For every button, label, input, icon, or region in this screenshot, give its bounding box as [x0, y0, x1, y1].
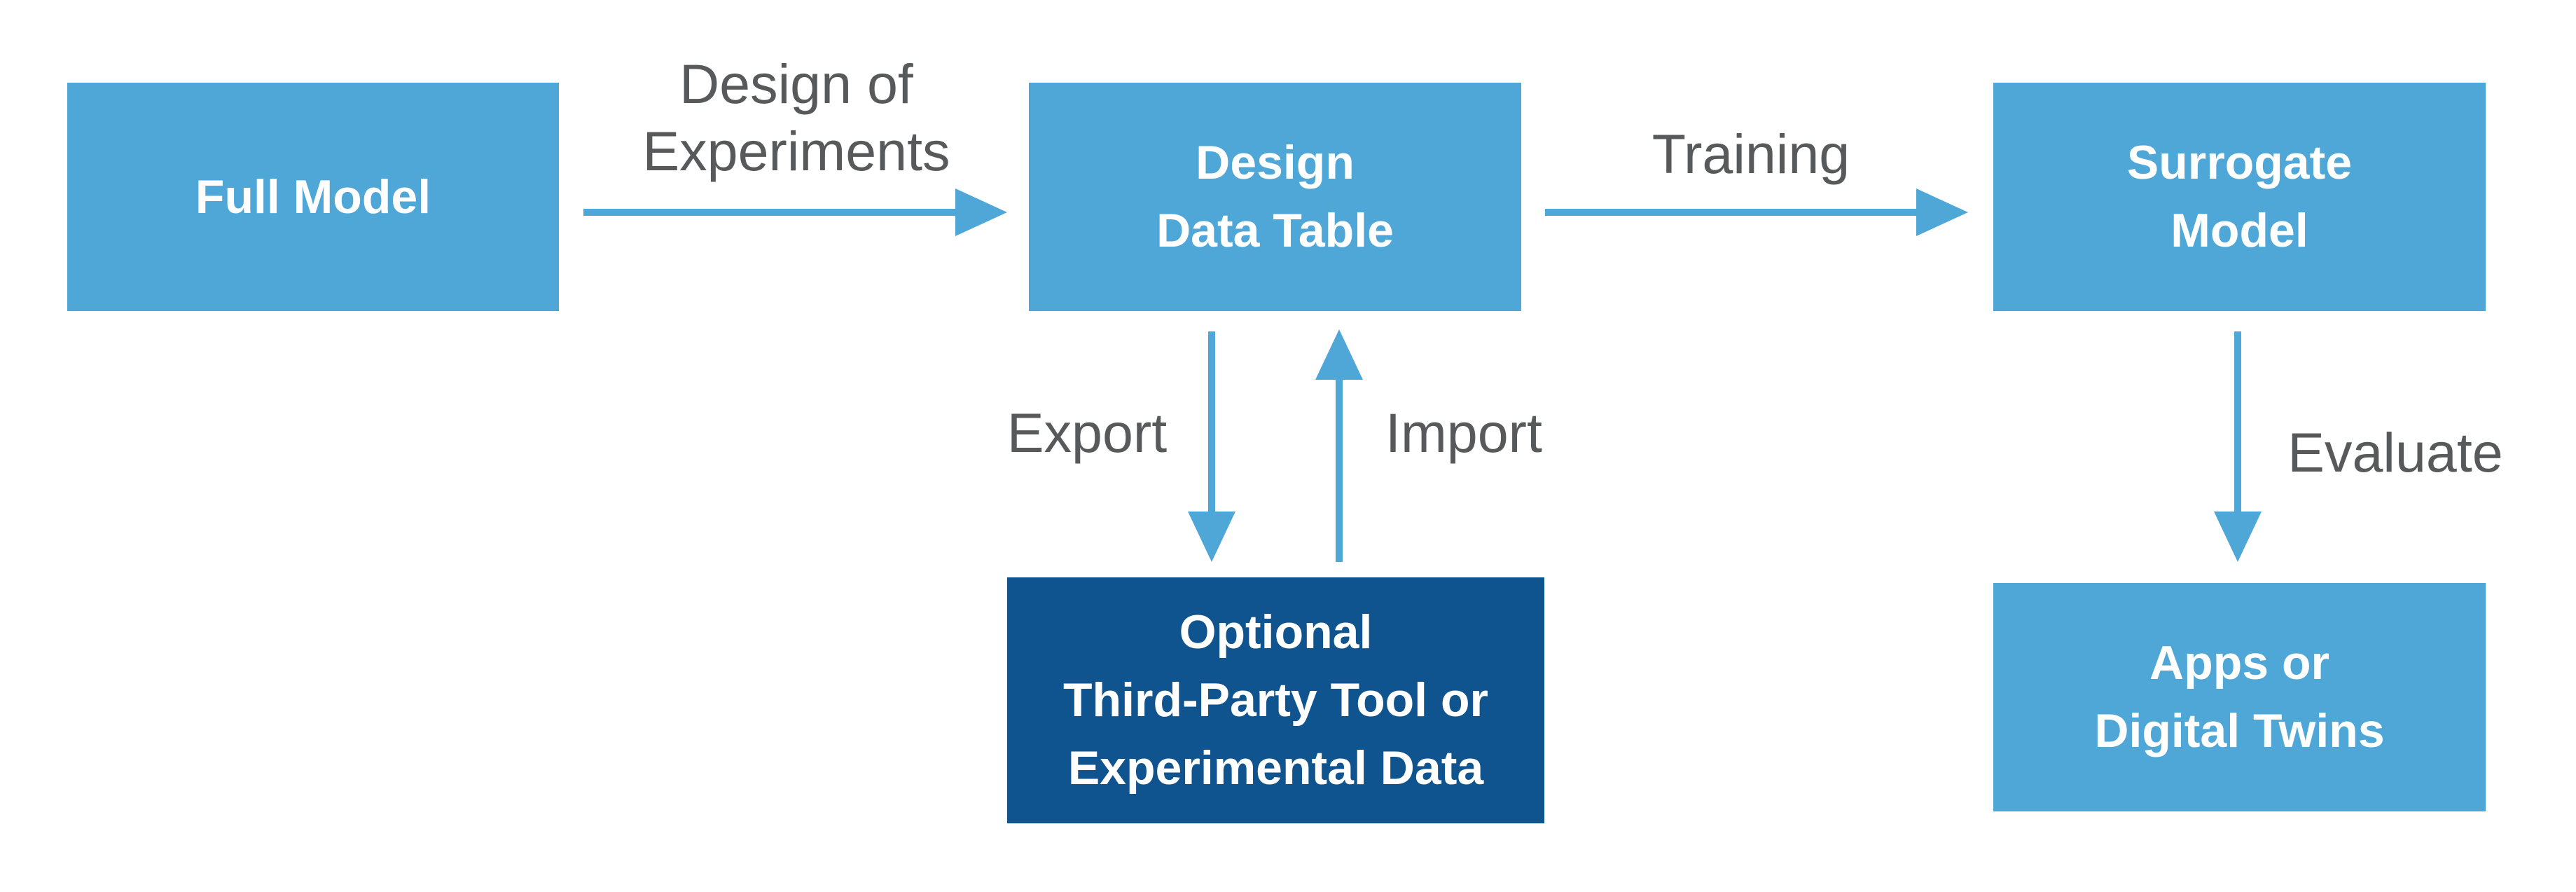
training-arrow: [1545, 188, 1968, 236]
edge-label-training-line-1: Training: [1651, 123, 1850, 185]
import-arrow-head: [1315, 329, 1363, 380]
node-apps-digital-twins: Apps or Digital Twins: [1993, 583, 2486, 811]
node-design-data-table: Design Data Table: [1029, 83, 1521, 311]
edge-label-training: Training: [1541, 121, 1961, 188]
export-arrow: [1188, 331, 1235, 562]
node-third-party-tool-label-line-3: Experimental Data: [1067, 741, 1484, 795]
evaluate-arrow-head: [2214, 512, 2262, 562]
export-arrow-head: [1188, 512, 1235, 562]
edge-label-design-of-experiments: Design of Experiments: [537, 50, 1055, 185]
doe-arrow-head: [955, 188, 1007, 236]
node-surrogate-model-label-line-1: Surrogate: [2126, 136, 2353, 189]
doe-arrow: [583, 188, 1007, 236]
edge-label-import-line-1: Import: [1385, 402, 1542, 464]
node-surrogate-model: Surrogate Model: [1993, 83, 2486, 311]
edge-label-export: Export: [957, 399, 1217, 467]
edge-label-export-line-1: Export: [1006, 402, 1168, 464]
import-arrow: [1315, 329, 1363, 562]
edge-label-import: Import: [1334, 399, 1593, 467]
node-third-party-tool: Optional Third-Party Tool or Experimenta…: [1007, 577, 1544, 823]
edge-label-evaluate-line-1: Evaluate: [2287, 421, 2503, 483]
training-arrow-head: [1916, 188, 1968, 236]
node-third-party-tool-label-line-2: Third-Party Tool or: [1063, 673, 1488, 727]
edge-label-evaluate: Evaluate: [2266, 419, 2525, 486]
node-full-model-label: Full Model: [195, 170, 431, 224]
node-design-data-table-label-line-1: Design: [1196, 136, 1355, 189]
node-full-model: Full Model: [67, 83, 559, 311]
node-apps-digital-twins-label-line-1: Apps or: [2149, 636, 2329, 689]
edge-label-design-of-experiments-line-1: Design of: [679, 53, 913, 115]
node-design-data-table-label-line-2: Data Table: [1156, 204, 1394, 257]
edge-label-design-of-experiments-line-2: Experiments: [642, 120, 950, 182]
node-apps-digital-twins-label-line-2: Digital Twins: [2094, 704, 2385, 757]
evaluate-arrow: [2214, 331, 2262, 562]
node-surrogate-model-label-line-2: Model: [2170, 204, 2308, 257]
node-third-party-tool-label-line-1: Optional: [1179, 605, 1373, 659]
